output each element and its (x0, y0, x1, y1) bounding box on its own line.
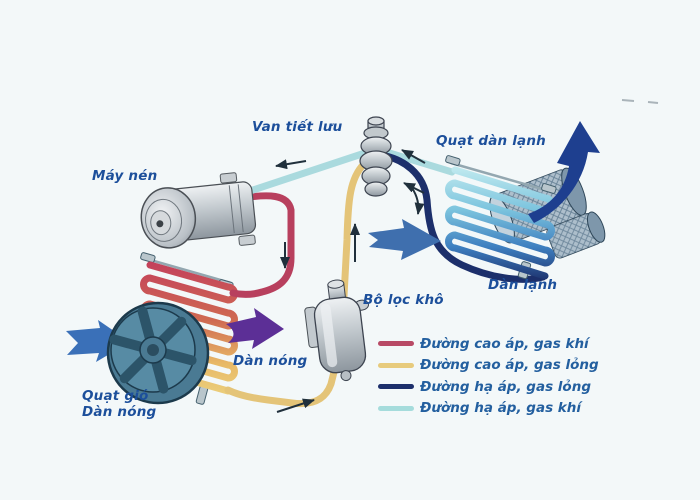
legend-swatch-high-liquid (378, 362, 414, 368)
legend-item-low-gas: Đường hạ áp, gas khí (378, 398, 599, 420)
legend-label-high-gas: Đường cao áp, gas khí (420, 335, 589, 352)
air-in-condenser-arrow (66, 320, 130, 362)
legend-label-low-liquid: Đường hạ áp, gas lỏng (420, 378, 591, 395)
pipe-high-pressure-gas (229, 192, 295, 298)
cold-air-out-arrow (528, 121, 600, 223)
legend-swatch-high-gas (378, 341, 414, 347)
expansion-valve-device (359, 116, 393, 197)
evaporator-fan-label: Quạt dàn lạnh (436, 133, 546, 149)
condenser-fan-label-line1: Quạt gió (82, 388, 149, 404)
evaporator-label: Dàn lạnh (488, 277, 558, 293)
evaporator-bracket-left (445, 155, 461, 166)
legend-item-high-gas: Đường cao áp, gas khí (378, 333, 599, 355)
condenser-bracket-left (140, 252, 156, 263)
evaporator-coil (445, 155, 557, 280)
condenser-fan-label-line2: Dàn nóng (82, 404, 157, 420)
expansion-valve-label: Van tiết lưu (252, 119, 343, 135)
legend: Đường cao áp, gas khí Đường cao áp, gas … (378, 333, 599, 419)
evaporator-serpentine (445, 166, 555, 280)
legend-swatch-low-gas (378, 405, 414, 411)
evaporator-blower (489, 167, 606, 259)
legend-item-low-liquid: Đường hạ áp, gas lỏng (378, 376, 599, 398)
condenser-fan-label: Quạt gió Dàn nóng (82, 388, 156, 420)
evaporator-bracket-right (541, 183, 557, 194)
legend-label-low-gas: Đường hạ áp, gas khí (420, 400, 582, 417)
flow-arrow-valve-secondary (403, 182, 425, 194)
condenser-fan-propeller (106, 301, 210, 405)
fan-blades (109, 306, 197, 394)
pipe-high-pressure-liquid-up (340, 160, 368, 300)
compressor-label: Máy nén (92, 168, 158, 184)
flow-arrow-to-compressor (275, 159, 307, 170)
condenser-label: Dàn nóng (233, 353, 308, 369)
flow-arrow-to-filter (276, 398, 315, 413)
pipe-low-pressure-gas-left (243, 144, 384, 196)
flow-arrow-to-evaporator (411, 187, 425, 215)
legend-label-high-liquid: Đường cao áp, gas lỏng (420, 357, 599, 374)
pipe-high-pressure-liquid-low (224, 368, 338, 408)
compressor-device (140, 172, 257, 249)
air-in-evaporator-arrow (368, 219, 441, 260)
legend-item-high-liquid: Đường cao áp, gas lỏng (378, 355, 599, 377)
drier-filter-label: Bộ lọc khô (363, 292, 444, 308)
background-smudge (621, 99, 659, 104)
flow-arrow-to-valve (401, 149, 426, 164)
hot-air-out-arrow (226, 308, 284, 349)
legend-swatch-low-liquid (378, 384, 414, 390)
drier-filter-device (304, 279, 369, 382)
flow-arrows (275, 149, 426, 413)
